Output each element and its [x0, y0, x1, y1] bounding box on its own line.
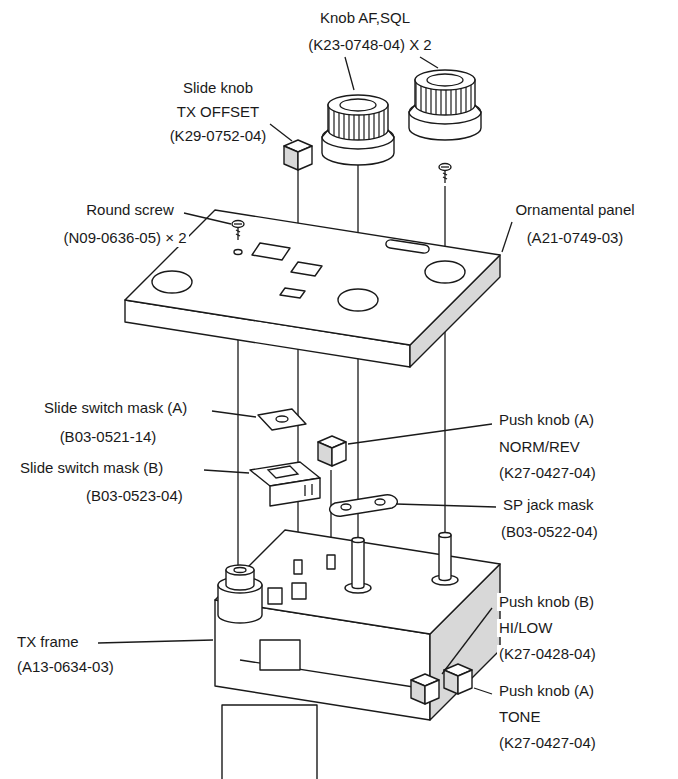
round-screw — [439, 164, 451, 184]
slide-switch-mask — [250, 409, 320, 506]
assembly-line — [444, 186, 445, 535]
leader-line — [345, 57, 354, 90]
ornamental-panel — [252, 243, 290, 260]
leader-line — [212, 411, 256, 417]
part-name: Round screw — [84, 201, 176, 219]
round-screw — [232, 164, 451, 241]
ornamental-panel — [280, 288, 305, 298]
part-function: TX OFFSET — [175, 103, 262, 121]
potentiometer-shaft — [352, 540, 364, 589]
push-knob — [318, 436, 346, 466]
slide-switch-mask — [311, 484, 312, 495]
slide-switch-mask — [276, 416, 288, 422]
switch-stem — [292, 583, 306, 599]
leader-line — [204, 470, 249, 473]
switch-stem — [294, 560, 302, 574]
push-knob — [444, 664, 472, 694]
slide-switch-mask — [268, 466, 298, 478]
knob — [322, 95, 394, 165]
part-number: (B03-0522-04) — [499, 523, 600, 541]
part-number: (N09-0636-05) × 2 — [62, 229, 189, 247]
part-number: (A21-0749-03) — [525, 229, 626, 247]
sp-jack-mask — [341, 504, 351, 510]
switch-stem — [327, 555, 335, 569]
sp-jack-mask — [330, 495, 398, 516]
ornamental-panel — [152, 271, 192, 293]
part-number: (K27-0427-04) — [497, 734, 598, 752]
part-name: Knob AF,SQL — [318, 9, 412, 27]
bnc-connector — [226, 565, 254, 575]
knob — [322, 70, 481, 165]
leader-line — [98, 57, 512, 694]
tx-frame — [215, 530, 500, 779]
push-knob — [411, 674, 439, 704]
ornamental-panel — [386, 240, 429, 253]
slide-switch-mask — [304, 485, 305, 496]
slide-knob — [284, 140, 312, 170]
ornamental-panel — [234, 250, 242, 255]
part-name: Push knob (A) — [497, 682, 596, 700]
leader-line — [98, 640, 213, 643]
part-name: Push knob (B) — [497, 593, 596, 611]
potentiometer-shaft — [352, 538, 364, 543]
part-name: SP jack mask — [501, 496, 596, 514]
part-number: (B03-0521-14) — [58, 428, 159, 446]
part-number: (B03-0523-04) — [84, 487, 185, 505]
tx-frame — [260, 640, 300, 670]
part-number: (A13-0634-03) — [15, 658, 116, 676]
slide-knob — [284, 140, 312, 170]
potentiometer-shaft — [439, 535, 451, 581]
sp-jack-mask — [375, 499, 385, 505]
switch-stem — [268, 588, 282, 604]
part-name: Push knob (A) — [497, 411, 596, 429]
ornamental-panel — [425, 261, 465, 283]
part-number: (K27-0427-04) — [497, 464, 598, 482]
leader-line — [474, 688, 492, 694]
part-function: TONE — [497, 708, 542, 726]
leader-line — [184, 213, 231, 224]
tx-frame — [215, 530, 500, 634]
tx-frame — [222, 705, 317, 779]
part-name: TX frame — [15, 633, 81, 651]
round-screw — [232, 221, 244, 241]
push-knob — [318, 436, 472, 704]
leader-line — [348, 424, 492, 444]
part-name: Slide knob — [181, 79, 255, 97]
part-number: (K29-0752-04) — [168, 127, 269, 145]
part-number: (K23-0748-04) X 2 — [306, 36, 433, 54]
slide-switch-mask — [258, 409, 306, 430]
slide-switch-mask — [270, 478, 320, 506]
part-function: HI/LOW — [497, 619, 554, 637]
potentiometer-shaft — [439, 533, 451, 538]
leader-line — [396, 504, 496, 507]
leader-line — [442, 608, 492, 674]
leader-line — [502, 222, 512, 252]
part-name: Slide switch mask (A) — [42, 399, 189, 417]
potentiometer-shaft — [345, 533, 458, 594]
ornamental-panel — [338, 289, 378, 311]
part-function: NORM/REV — [497, 438, 582, 456]
sp-jack-mask — [330, 495, 398, 516]
part-name: Ornamental panel — [513, 201, 636, 219]
bnc-connector — [218, 565, 262, 623]
leader-line — [420, 57, 438, 68]
part-number: (K27-0428-04) — [497, 645, 598, 663]
knob — [409, 70, 481, 140]
ornamental-panel — [291, 262, 322, 276]
switch-stem — [268, 555, 335, 604]
leader-line — [270, 124, 292, 141]
part-name: Slide switch mask (B) — [18, 459, 165, 477]
bnc-connector — [234, 568, 246, 573]
